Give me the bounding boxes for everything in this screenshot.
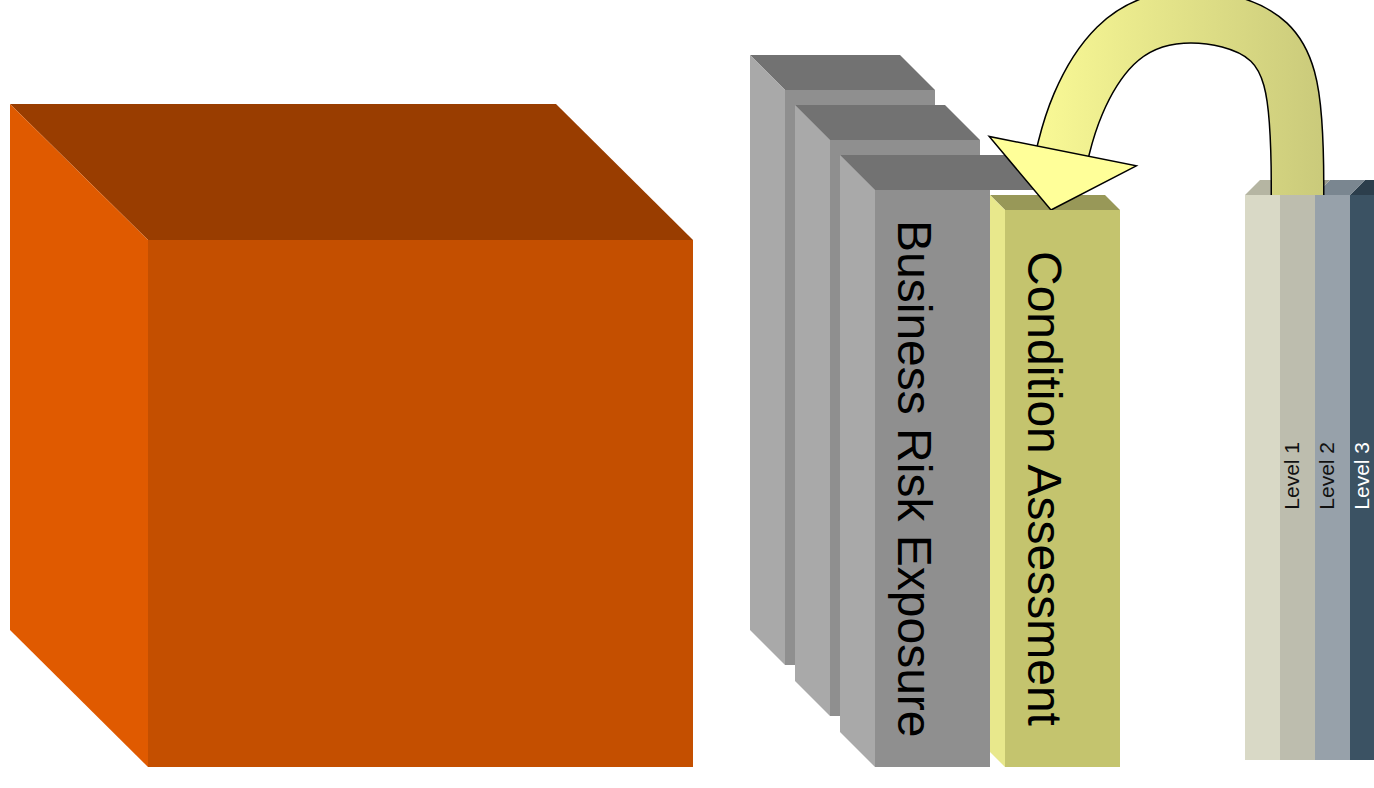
slab-side — [840, 155, 875, 767]
level-slabs — [1245, 180, 1374, 760]
level-slab: Level 1 — [1280, 195, 1315, 760]
slab-front — [1245, 195, 1280, 760]
cube-side — [10, 104, 148, 767]
slab-label: Condition Assessment — [1017, 251, 1072, 726]
slab-label: Level 2 — [1315, 442, 1339, 510]
slab-side — [750, 55, 785, 665]
slab-label: Level 3 — [1350, 442, 1374, 510]
slab-side — [795, 105, 830, 716]
level-slab: Level 2 — [1315, 195, 1350, 760]
condition-slab: Condition Assessment — [1005, 210, 1120, 767]
level-slab: Level 3 — [1350, 195, 1374, 760]
risk-slab: Business Risk Exposure — [875, 190, 990, 767]
slab-side — [990, 195, 1005, 767]
curved-arrow — [989, 17, 1297, 210]
arrow-head — [989, 136, 1136, 210]
slab-label: Business Risk Exposure — [887, 220, 942, 738]
cube — [10, 104, 693, 767]
slab-label: Level 1 — [1280, 442, 1304, 510]
cube-front — [148, 240, 693, 767]
condition-slab — [990, 195, 1120, 767]
